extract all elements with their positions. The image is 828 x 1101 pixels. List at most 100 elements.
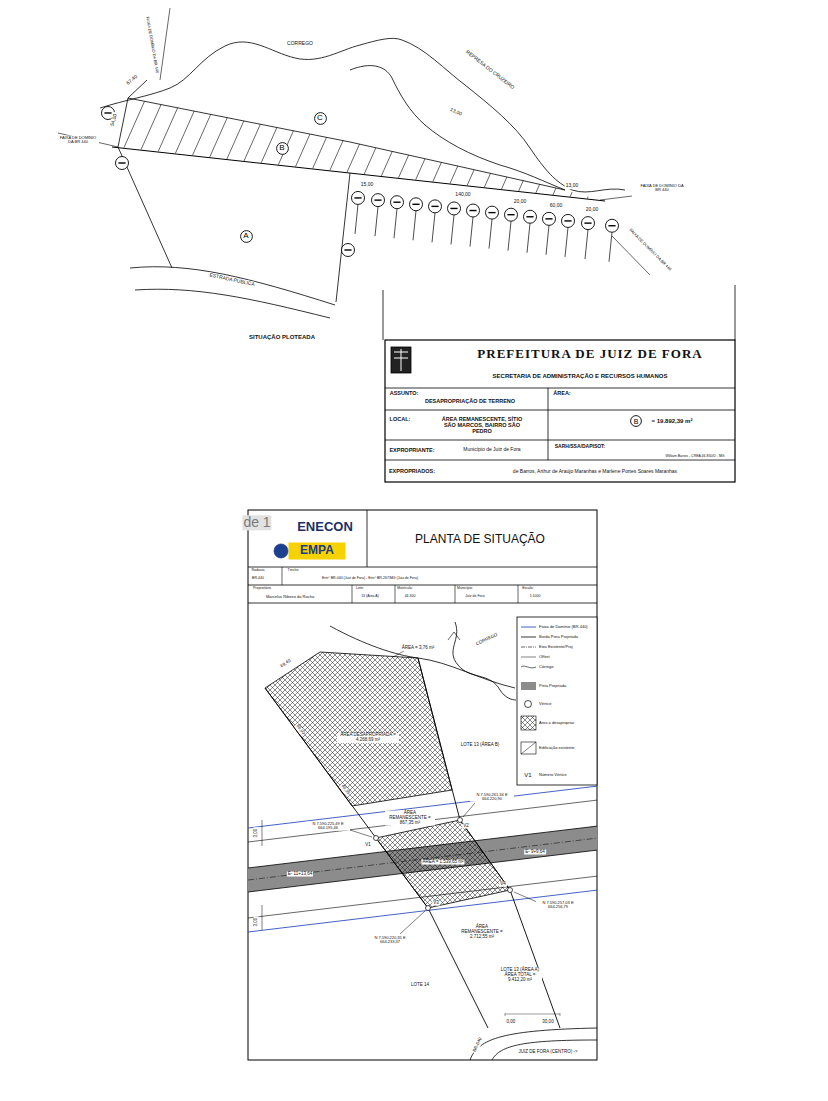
hatch-line xyxy=(382,80,442,215)
legend-sample-building xyxy=(521,742,536,754)
hatch-line xyxy=(184,80,244,215)
map-label: CORREGO xyxy=(286,41,314,47)
legend-sample-line xyxy=(521,627,536,628)
area-letter: A xyxy=(243,232,248,240)
map-label: 69,40 xyxy=(279,658,293,669)
boundary-marker xyxy=(448,202,461,215)
lot-line xyxy=(565,227,568,257)
hatch-line xyxy=(562,80,622,215)
map-label: N 7.590.257,03 E 664.256,79 xyxy=(536,901,580,910)
boundary-marker-bar xyxy=(469,210,476,211)
map-label: ÁREA REMANESCENTE, SÍTIO SÃO MARCOS, BAI… xyxy=(435,416,529,434)
boundary-marker-bar xyxy=(354,197,361,198)
boundary-marker xyxy=(562,214,575,227)
coat-of-arms-detail xyxy=(394,349,408,371)
boundary-marker xyxy=(116,157,129,170)
hatch-line xyxy=(544,80,604,215)
map-label: ÁREA = 1.539,65 m² xyxy=(421,860,464,865)
hatch-line xyxy=(94,80,154,215)
boundary-marker xyxy=(505,208,518,221)
map-label: V3 xyxy=(432,901,440,906)
title-block xyxy=(385,340,735,482)
map-label: Proprietário xyxy=(252,587,272,591)
area-circle: A xyxy=(240,230,253,243)
legend-text: Área a desapropriar xyxy=(539,720,574,725)
map-label: LOTE 13 (ÁREA A) ÁREA TOTAL = 9.412,20 m… xyxy=(498,968,542,983)
right-of-way-line xyxy=(58,133,118,147)
hatch-line xyxy=(436,80,496,215)
legend-text: Córrego xyxy=(539,664,553,669)
map-label: ÁREA: xyxy=(552,390,571,396)
map-label: de 1 xyxy=(242,515,271,530)
map-label: ÁREA = 3,76 m² xyxy=(401,646,435,651)
hatch-line xyxy=(400,80,460,215)
hatch-line xyxy=(76,80,136,215)
map-label: V1 xyxy=(364,843,372,848)
area-circle: B xyxy=(276,142,289,155)
map-label: Matrícula: xyxy=(396,587,413,591)
area-circle-ring xyxy=(631,416,642,427)
area-circle-ring xyxy=(240,230,252,242)
legend-box xyxy=(517,617,597,785)
map-label: N 7.590.220,35 E 664.233,37 xyxy=(368,936,412,945)
legend-text: Borda Pista Projetada xyxy=(539,634,578,639)
map-label: ÁREA REMANESCENTE = 867,35 m² xyxy=(385,811,435,826)
lot-line xyxy=(265,688,488,1028)
vertex-marker xyxy=(426,906,431,911)
map-label: Entr° BR-040 (Juiz de Fora) - Entr° BR-2… xyxy=(321,577,419,581)
legend-text: Faixa de Domínio (BR-440) xyxy=(539,624,588,629)
legend-text: Vértice xyxy=(539,701,551,706)
sheet-frame xyxy=(248,510,597,1060)
legend-text: Eixo Existente/Proj xyxy=(539,644,573,649)
boundary-marker xyxy=(410,198,423,211)
lot-line xyxy=(489,219,492,249)
map-label: Marcelus Ribeiro da Rocha xyxy=(265,595,315,599)
map-label: 30,00 xyxy=(541,1020,554,1025)
map-label: JUIZ DE FORA (CENTRO) -> xyxy=(517,1050,578,1055)
map-label: Município: xyxy=(456,587,474,591)
leader-line xyxy=(514,892,537,902)
area-letter: B xyxy=(279,144,284,152)
area-circle: C xyxy=(314,112,327,125)
title-block-rule xyxy=(385,460,735,461)
boundary-marker-bar xyxy=(374,199,381,200)
boundary-marker-bar xyxy=(450,208,457,209)
hatch-line xyxy=(256,80,316,215)
map-label: 44.300 xyxy=(404,595,417,599)
boundary-marker-bar xyxy=(488,212,495,213)
boundary-marker-bar xyxy=(118,162,125,163)
hatch-line xyxy=(616,80,676,215)
hatch-line xyxy=(58,80,118,215)
map-label: Rodovia xyxy=(251,569,266,573)
map-label: Juiz de Fora xyxy=(464,595,485,599)
hatch-line xyxy=(202,80,262,215)
map-label: ENECON xyxy=(296,520,354,534)
hatch-line xyxy=(148,80,208,215)
area-letter: C xyxy=(317,114,323,122)
map-label: 15,00 xyxy=(360,182,375,188)
map-label: EXPROPRIADOS: xyxy=(388,468,436,474)
legend-sample-line xyxy=(521,647,536,648)
legend-sample-line xyxy=(521,657,536,658)
road-edge xyxy=(130,267,335,305)
map-label: N 7.590.261,34 E 664.220,90 xyxy=(470,793,514,802)
map-label: 1:1000 xyxy=(529,595,542,599)
area-circle: B xyxy=(630,415,642,427)
lot-line xyxy=(355,204,358,234)
hatch-line xyxy=(580,80,640,215)
boundary-marker xyxy=(391,196,404,209)
map-label: EMPA xyxy=(299,544,335,557)
leader-line xyxy=(393,651,404,657)
map-label: SECRETARIA DE ADMINISTRAÇÃO E RECURSOS H… xyxy=(492,373,669,380)
map-label: V2 xyxy=(462,824,470,829)
lot-line xyxy=(470,217,473,247)
area-circle-ring xyxy=(314,112,326,124)
title-block-rule xyxy=(385,388,735,389)
boundary-marker xyxy=(342,244,355,257)
map-label: = 19.892,39 m² xyxy=(651,418,694,425)
property-line xyxy=(336,173,350,302)
legend-entry: Offset xyxy=(539,655,550,659)
legend-text: Número Vértice xyxy=(539,772,567,777)
hatch-line xyxy=(472,80,532,215)
legend-sample-vertex xyxy=(525,701,532,708)
